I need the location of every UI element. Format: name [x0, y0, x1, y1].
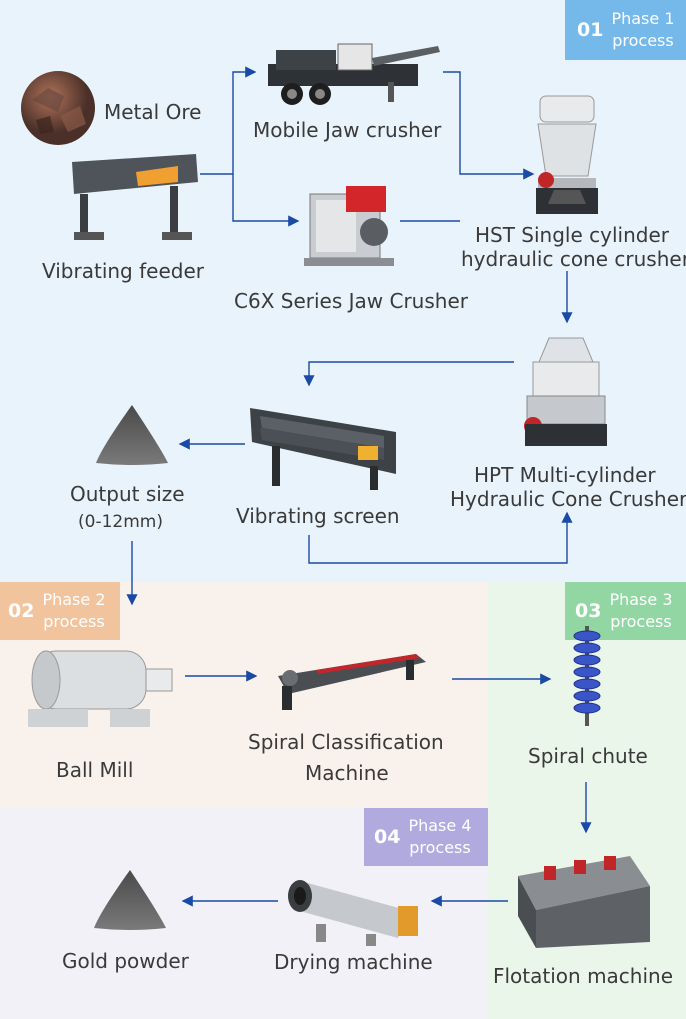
flotation-machine-icon: [518, 856, 650, 948]
phase-2-badge: 02 Phase 2 process: [0, 582, 120, 640]
hpt-label-line-2: Hydraulic Cone Crusher: [450, 487, 686, 511]
flotation-machine-label: Flotation machine: [493, 964, 674, 988]
phase-number: 01: [577, 19, 604, 41]
phase-subtitle: process: [409, 838, 471, 857]
phase-subtitle: process: [612, 31, 674, 50]
arrow-feeder-to-c6x: [232, 174, 300, 227]
ball-mill-icon: [28, 650, 173, 727]
spiral-chute-label: Spiral chute: [528, 744, 648, 768]
single-cylinder-cone-crusher-icon: [536, 95, 598, 214]
ore-rock-icon: [21, 71, 95, 145]
arrow-mobile-to-hst: [443, 71, 535, 180]
hst-label-line-1: HST Single cylinder: [475, 223, 669, 247]
spiral-classifier-label-line-2: Machine: [305, 761, 389, 785]
metal-ore-label: Metal Ore: [104, 100, 202, 124]
phase-number: 02: [8, 600, 35, 622]
spiral-classifier-icon: [278, 654, 426, 710]
arrow-hpt-to-screen: [303, 361, 514, 387]
arrow-screen-return: [308, 511, 573, 564]
hpt-label-line-1: HPT Multi-cylinder: [474, 463, 656, 487]
phase-number: 04: [374, 826, 401, 848]
arrow-feeder-to-crushers: [200, 66, 257, 175]
mobile-jaw-crusher-icon: [268, 43, 440, 105]
output-size-label: Output size: [70, 482, 185, 506]
drying-machine-label: Drying machine: [274, 950, 433, 974]
rotary-dryer-icon: [288, 880, 418, 946]
mobile-jaw-crusher-label: Mobile Jaw crusher: [253, 118, 442, 142]
gold-powder-label: Gold powder: [62, 949, 189, 973]
spiral-chute-icon: [573, 626, 601, 726]
vibrating-feeder-icon: [72, 154, 198, 240]
phase-number: 03: [575, 600, 602, 622]
c6x-jaw-crusher-label: C6X Series Jaw Crusher: [234, 289, 468, 313]
ball-mill-label: Ball Mill: [56, 758, 134, 782]
spiral-classifier-label-line-1: Spiral Classification: [248, 730, 444, 754]
powder-pile-icon: [94, 870, 166, 930]
multi-cylinder-cone-crusher-icon: [524, 337, 607, 446]
phase-1-badge: 01 Phase 1 process: [565, 0, 686, 60]
phase-title: Phase 2: [42, 590, 106, 609]
vibrating-feeder-label: Vibrating feeder: [42, 259, 204, 283]
phase-title: Phase 4: [408, 816, 472, 835]
phase-subtitle: process: [43, 612, 105, 631]
vibrating-screen-icon: [250, 408, 396, 490]
phase-title: Phase 3: [609, 590, 673, 609]
phase-4-badge: 04 Phase 4 process: [364, 808, 488, 866]
output-range-label: (0-12mm): [78, 512, 163, 532]
phase-subtitle: process: [610, 612, 672, 631]
hst-label-line-2: hydraulic cone crusher: [461, 247, 686, 271]
vibrating-screen-label: Vibrating screen: [236, 504, 400, 528]
phase-title: Phase 1: [611, 9, 675, 28]
powder-pile-icon: [96, 405, 168, 465]
jaw-crusher-icon: [304, 186, 394, 266]
